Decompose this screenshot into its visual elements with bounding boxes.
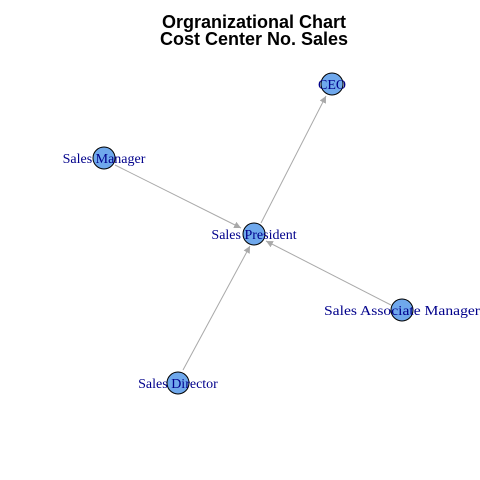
node-label-sales-associate-manager: Sales Associate Manager — [324, 304, 480, 319]
node-sales-president[interactable] — [242, 222, 266, 246]
node-sales-associate-manager[interactable] — [390, 298, 414, 322]
chart-title-line-2: Cost Center No. Sales — [160, 29, 348, 49]
node-label-sales-president: Sales President — [211, 228, 296, 243]
edges-group — [114, 95, 392, 371]
edge-sales-associate-manager-to-sales-president — [265, 240, 392, 306]
node-sales-director[interactable] — [166, 371, 190, 395]
edge-sales-manager-to-sales-president — [114, 164, 242, 229]
node-label-sales-manager: Sales Manager — [63, 152, 146, 167]
node-label-ceo: CEO — [318, 78, 346, 93]
node-sales-manager[interactable] — [92, 146, 116, 170]
nodes-group — [92, 72, 414, 395]
labels-group: CEO Sales Manager Sales President Sales … — [63, 78, 480, 392]
edge-sales-president-to-ceo — [260, 95, 327, 224]
node-label-sales-director: Sales Director — [138, 377, 218, 392]
chart-title-line-1: Orgranizational Chart — [162, 12, 346, 32]
edge-sales-director-to-sales-president — [182, 245, 251, 371]
node-ceo[interactable] — [320, 72, 344, 96]
